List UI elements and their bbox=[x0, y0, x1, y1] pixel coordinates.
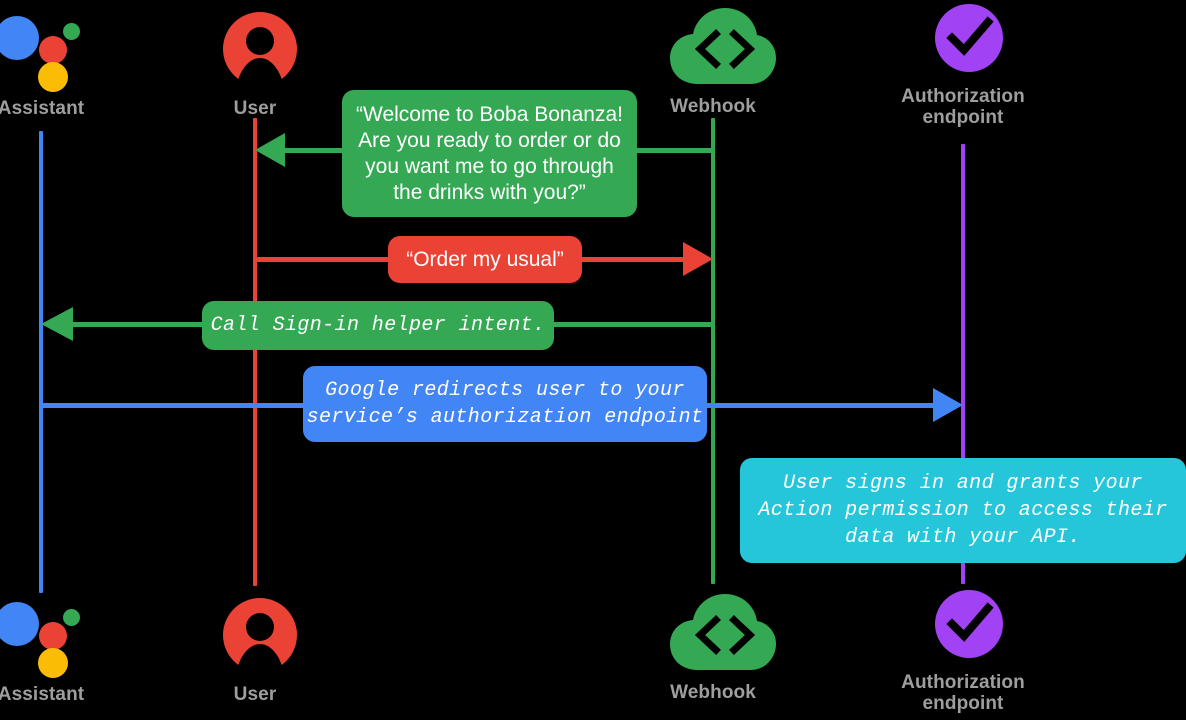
auth-circle-shape bbox=[935, 590, 1003, 658]
actor-label-assistant: Assistant bbox=[0, 98, 85, 119]
actor-webhook-bottom: Webhook bbox=[613, 590, 813, 703]
actor-label-webhook: Webhook bbox=[670, 96, 756, 117]
actor-label-user: User bbox=[233, 98, 277, 119]
assistant-yellow-dot-icon bbox=[38, 648, 68, 678]
purple-check-circle-icon bbox=[913, 590, 1013, 662]
purple-check-circle-icon bbox=[913, 4, 1013, 76]
actor-label-auth: Authorization endpoint bbox=[901, 86, 1025, 128]
arrow-head-order bbox=[683, 242, 713, 276]
check-icon bbox=[946, 602, 994, 642]
user-avatar-icon bbox=[205, 8, 305, 100]
cloud-code-icon bbox=[663, 4, 776, 90]
message-bubble-signin: Call Sign-in helper intent. bbox=[202, 301, 554, 350]
google-assistant-icon bbox=[0, 594, 91, 680]
actor-auth-bottom: Authorization endpoint bbox=[863, 590, 1063, 714]
assistant-blue-dot-icon bbox=[0, 16, 39, 60]
cloud-code-icon bbox=[663, 590, 776, 676]
message-bubble-signin-grant: User signs in and grants your Action per… bbox=[740, 458, 1186, 563]
assistant-green-dot-icon bbox=[63, 609, 80, 626]
lifeline-auth bbox=[961, 144, 965, 584]
assistant-red-dot-icon bbox=[39, 622, 67, 650]
message-bubble-welcome: “Welcome to Boba Bonanza! Are you ready … bbox=[342, 90, 637, 217]
actor-webhook-top: Webhook bbox=[613, 4, 813, 117]
actor-label-assistant: Assistant bbox=[0, 684, 85, 705]
actor-auth-top: Authorization endpoint bbox=[863, 4, 1063, 128]
assistant-red-dot-icon bbox=[39, 36, 67, 64]
actor-label-webhook: Webhook bbox=[670, 682, 756, 703]
user-avatar-head bbox=[246, 27, 274, 55]
user-avatar-icon bbox=[205, 594, 305, 686]
assistant-yellow-dot-icon bbox=[38, 62, 68, 92]
auth-circle-shape bbox=[935, 4, 1003, 72]
assistant-blue-dot-icon bbox=[0, 602, 39, 646]
message-bubble-redirect: Google redirects user to your service’s … bbox=[303, 366, 707, 442]
cloud-code-svg bbox=[670, 8, 776, 84]
user-avatar-head bbox=[246, 613, 274, 641]
actor-user-bottom: User bbox=[155, 594, 355, 705]
google-assistant-icon bbox=[0, 8, 91, 94]
cloud-code-svg bbox=[670, 594, 776, 670]
lifeline-webhook bbox=[711, 118, 715, 584]
arrow-head-redirect bbox=[933, 388, 963, 422]
arrow-head-welcome bbox=[255, 133, 285, 167]
lifeline-assistant bbox=[39, 131, 43, 593]
check-icon bbox=[946, 16, 994, 56]
actor-assistant-top: Assistant bbox=[0, 8, 141, 119]
arrow-head-signin bbox=[41, 307, 73, 341]
lifeline-user bbox=[253, 118, 257, 586]
actor-label-user: User bbox=[233, 684, 277, 705]
message-bubble-order: “Order my usual” bbox=[388, 236, 582, 283]
actor-assistant-bottom: Assistant bbox=[0, 594, 141, 705]
assistant-green-dot-icon bbox=[63, 23, 80, 40]
actor-user-top: User bbox=[155, 8, 355, 119]
actor-label-auth: Authorization endpoint bbox=[901, 672, 1025, 714]
